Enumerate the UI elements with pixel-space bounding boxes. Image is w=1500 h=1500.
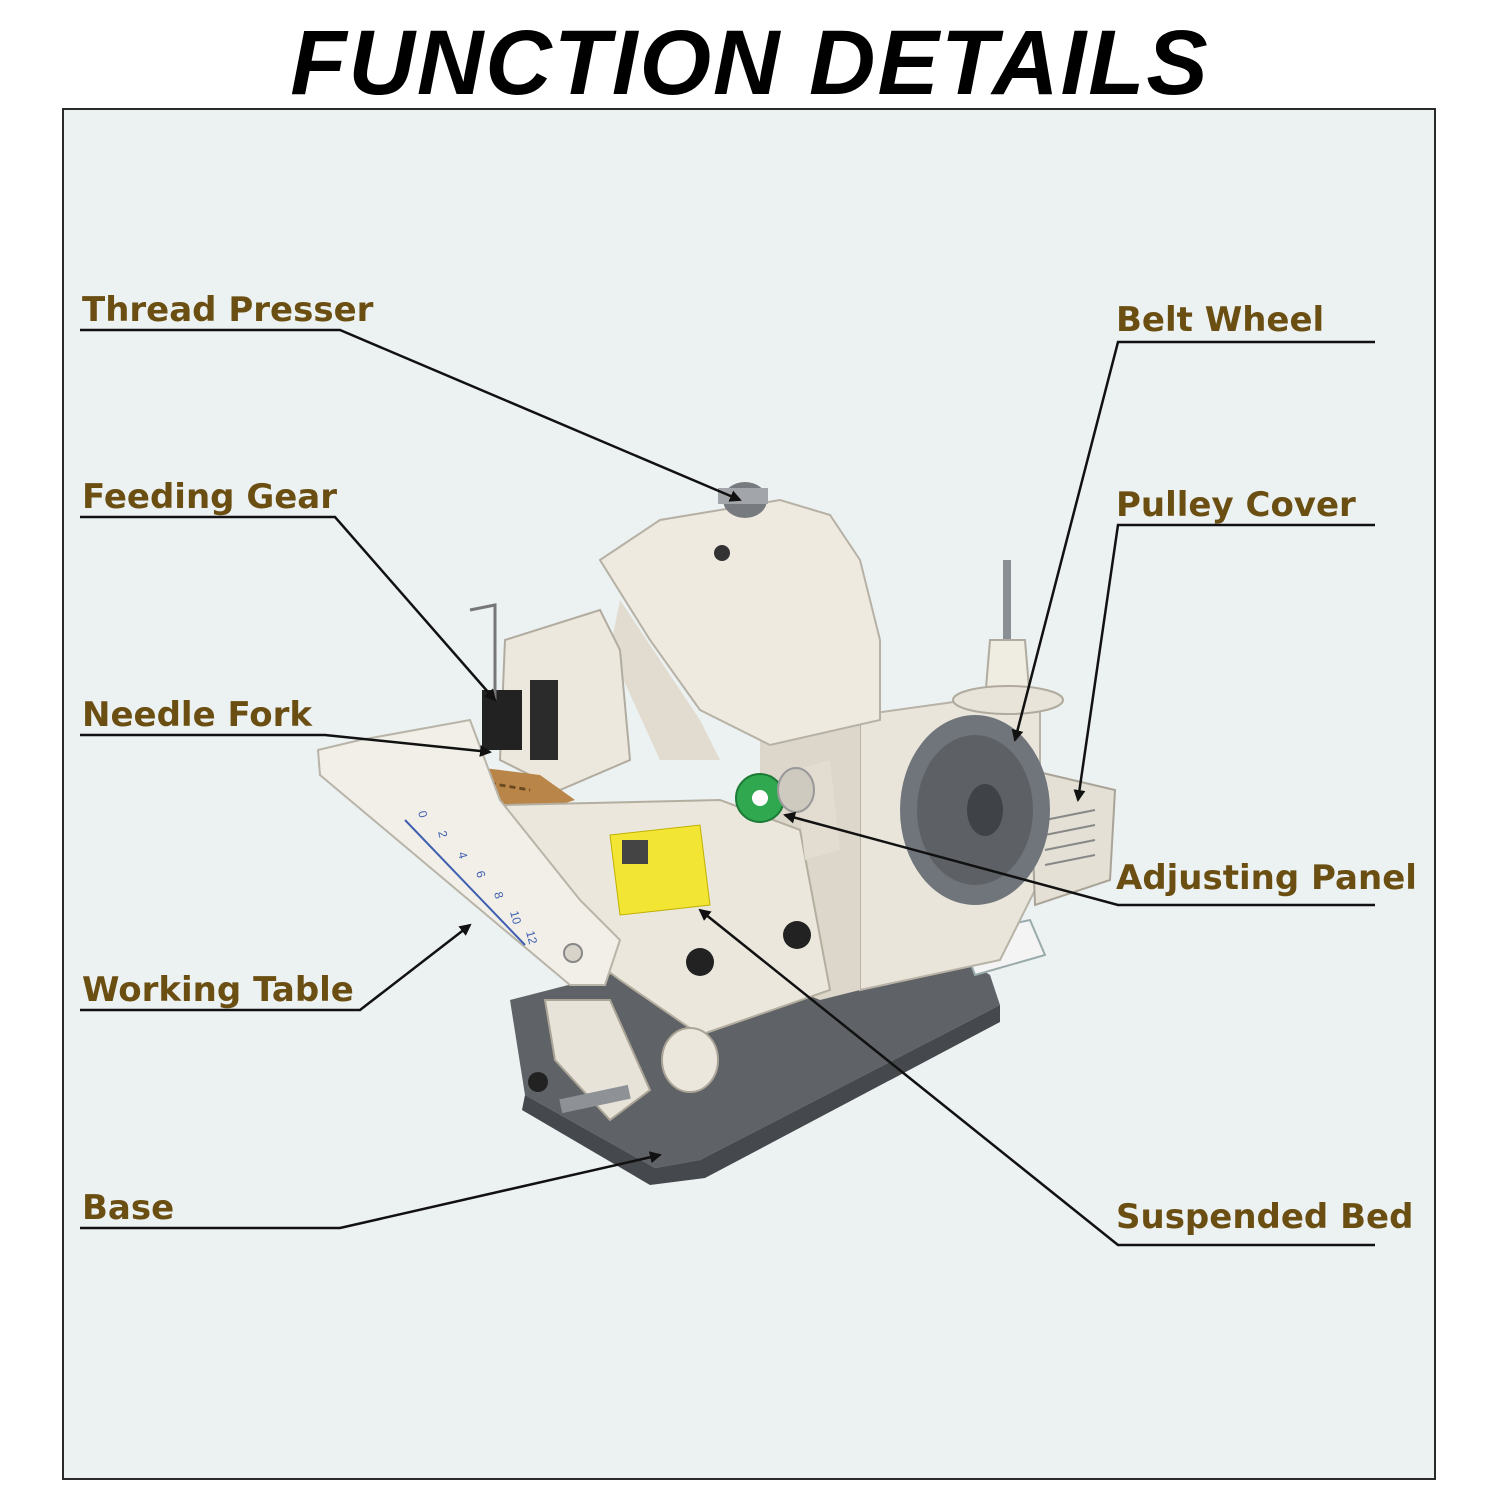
belt-wheel	[900, 715, 1050, 905]
label-needle-fork: Needle Fork	[82, 695, 313, 735]
suspended-bed	[503, 798, 832, 1037]
page-title: FUNCTION DETAILS	[290, 12, 1210, 114]
machine-arm	[598, 498, 881, 760]
label-working-table: Working Table	[82, 970, 354, 1010]
label-feeding-gear: Feeding Gear	[82, 477, 338, 517]
label-adjusting-panel: Adjusting Panel	[1116, 858, 1417, 898]
working-table	[316, 718, 622, 986]
scale-tick: 10	[507, 909, 524, 926]
label-belt-wheel: Belt Wheel	[1116, 300, 1325, 340]
table-scale: 0 2 4 6 8 10 12	[415, 809, 540, 946]
label-base: Base	[82, 1188, 175, 1228]
scale-tick: 12	[523, 929, 540, 946]
scale-tick: 8	[491, 890, 506, 900]
scale-tick: 0	[415, 809, 430, 819]
lower-shaft	[528, 999, 719, 1122]
spool-pin	[952, 560, 1064, 715]
label-thread-presser: Thread Presser	[82, 290, 374, 330]
adjusting-panel-dial	[735, 760, 840, 860]
leader-lines	[80, 328, 1375, 1247]
scale-tick: 4	[455, 850, 470, 860]
scale-tick: 6	[473, 869, 488, 879]
scale-tick: 2	[435, 829, 450, 839]
label-pulley-cover: Pulley Cover	[1116, 485, 1356, 525]
label-suspended-bed: Suspended Bed	[1116, 1197, 1414, 1237]
